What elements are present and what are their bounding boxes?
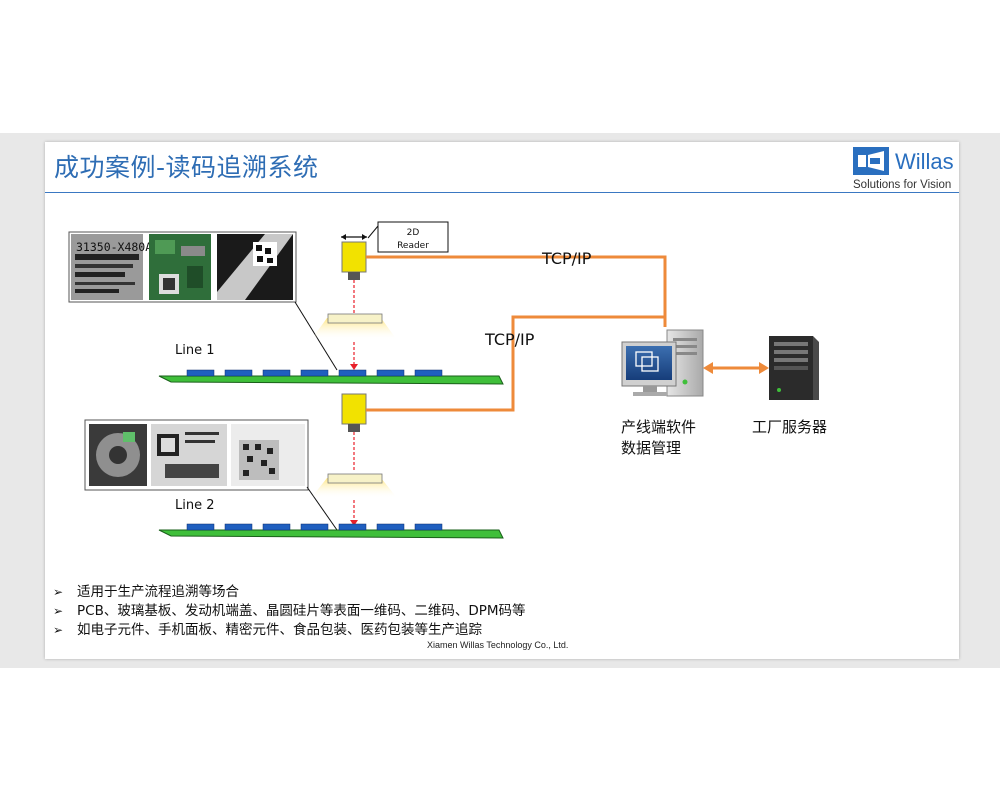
conveyor-line1 [158,369,504,385]
engine-cover-image [89,424,147,486]
pcb-image [149,234,211,300]
tcp-label-top: TCP/IP [541,249,592,268]
label-barcode-image [71,234,143,300]
factory-server-icon [769,336,819,400]
title-divider [45,192,959,193]
slide: 成功案例-读码追溯系统 Willas Solutions for Vision [45,142,959,659]
sample-images-line2 [84,419,309,491]
camera-line1 [311,234,397,370]
company-logo: Willas Solutions for Vision [853,147,959,191]
arrow-bullet-icon: ➢ [53,623,64,637]
traceability-diagram: 31350-X480A [68,221,827,539]
pc-label-line1: 产线端软件 [621,418,696,436]
bullet-item: ➢PCB、玻璃基板、发动机端盖、晶圆硅片等表面一维码、二维码、DPM码等 [53,603,526,619]
reader-label-line1: 2D [407,228,420,238]
line1-label: Line 1 [175,343,215,358]
reader-label-line2: Reader [397,241,429,251]
workstation-pc-icon [621,329,704,397]
server-label: 工厂服务器 [752,418,827,436]
reader-callout: 2D Reader [367,221,449,253]
line2-label: Line 2 [175,498,215,513]
tcp-label-mid: TCP/IP [484,330,535,349]
pc-label-line2: 数据管理 [621,439,681,457]
arrowhead-left-icon [703,362,713,374]
footer-company: Xiamen Willas Technology Co., Ltd. [427,640,569,650]
wafer-dpm-image [231,424,305,486]
tcp-connection-line2 [366,315,665,412]
bullet-list: ➢适用于生产流程追溯等场合 ➢PCB、玻璃基板、发动机端盖、晶圆硅片等表面一维码… [53,583,526,640]
sample-images-line1: 31350-X480A [68,231,297,303]
arrow-bullet-icon: ➢ [53,585,64,599]
logo-tagline: Solutions for Vision [853,179,952,191]
dpm-code-image [217,234,293,300]
glass-substrate-image [151,424,227,486]
arrow-bullet-icon: ➢ [53,604,64,618]
pointer-line2 [306,486,338,531]
willas-logo-icon [853,147,889,175]
slide-title: 成功案例-读码追溯系统 [54,153,319,182]
conveyor-line2 [158,523,504,539]
arrowhead-right-icon [759,362,769,374]
bullet-item: ➢如电子元件、手机面板、精密元件、食品包装、医药包装等生产追踪 [53,622,482,638]
tcp-connection-line1 [366,255,667,327]
camera-line2 [311,393,397,526]
logo-brand: Willas [895,149,954,174]
sample-part-number: 31350-X480A [76,240,152,254]
bullet-item: ➢适用于生产流程追溯等场合 [53,584,239,600]
